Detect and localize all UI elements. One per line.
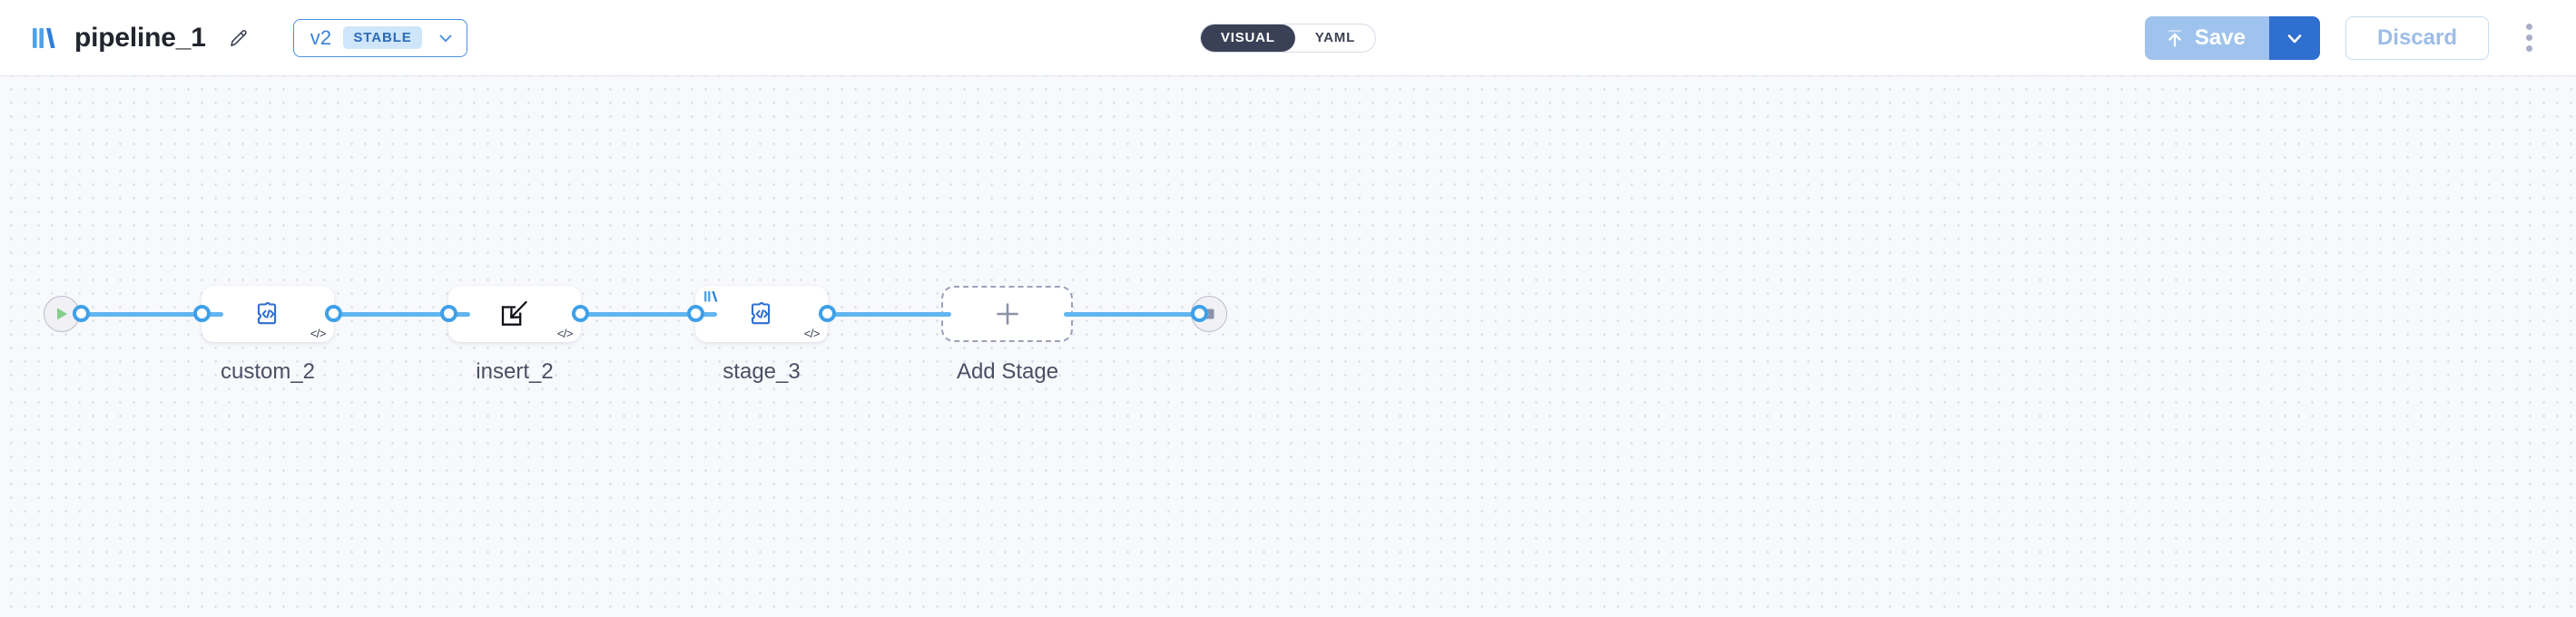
edge-add-stage-to-end [1064, 312, 1209, 317]
stage-node-insert_2[interactable]: </> [448, 286, 581, 342]
port-custom_2-in[interactable] [193, 305, 211, 322]
port-insert_2-out[interactable] [572, 305, 589, 322]
chevron-down-icon [436, 28, 456, 48]
kebab-dot [2525, 24, 2532, 30]
save-button-group: Save [2144, 15, 2320, 60]
port-stage_3-in[interactable] [687, 305, 704, 322]
stage-node-stage_3[interactable]: </> [695, 286, 828, 342]
kebab-dot [2525, 34, 2532, 41]
add-stage-label: Add Stage [956, 359, 1059, 384]
port-stage_3-out[interactable] [819, 305, 836, 322]
kebab-dot [2525, 45, 2532, 52]
save-options-button[interactable] [2268, 15, 2320, 60]
chevron-down-icon [2283, 26, 2306, 50]
plus-icon [993, 299, 1022, 328]
puzzle-code-icon [251, 299, 284, 329]
pipeline-canvas[interactable]: </> custom_2 </> insert_2 [0, 76, 2576, 617]
insert-arrow-into-box-icon [497, 298, 532, 330]
edge-custom_2-to-insert_2 [325, 312, 470, 317]
tab-yaml[interactable]: YAML [1314, 30, 1356, 45]
databricks-bars-logo-icon [31, 23, 62, 54]
port-end-in[interactable] [1191, 305, 1208, 322]
discard-button[interactable]: Discard [2345, 15, 2489, 60]
version-selector[interactable]: v2 STABLE [292, 18, 467, 57]
play-triangle-icon [54, 305, 70, 323]
tab-visual[interactable]: VISUAL [1200, 24, 1295, 52]
edge-insert_2-to-stage_3 [572, 312, 717, 317]
add-stage-button[interactable] [941, 286, 1073, 342]
save-button-label: Save [2194, 24, 2246, 50]
view-toggle-group: VISUAL YAML [1199, 23, 1377, 53]
code-badge: </> [803, 327, 821, 340]
version-label: v2 [310, 25, 332, 49]
stage-label-insert_2: insert_2 [476, 359, 554, 384]
stage-node-custom_2[interactable]: </> [202, 286, 334, 342]
puzzle-code-icon [745, 299, 778, 329]
databricks-bars-logo-icon [703, 290, 722, 303]
more-vertical-kebab-icon[interactable] [2509, 16, 2549, 60]
port-start-out[interactable] [73, 305, 90, 322]
stage-label-stage_3: stage_3 [723, 359, 801, 384]
pencil-edit-icon[interactable] [221, 20, 257, 56]
pipeline-graph: </> custom_2 </> insert_2 [0, 76, 2576, 617]
app-header: pipeline_1 v2 STABLE VISUAL [0, 0, 2576, 76]
edge-stage_3-to-add-stage [819, 312, 951, 317]
upload-arrow-up-icon [2165, 27, 2185, 49]
view-mode-toggle: VISUAL YAML [1199, 23, 1377, 53]
port-insert_2-in[interactable] [440, 305, 457, 322]
header-left-group: pipeline_1 v2 STABLE [31, 18, 467, 57]
code-badge: </> [310, 327, 327, 340]
port-custom_2-out[interactable] [325, 305, 342, 322]
stage-label-custom_2: custom_2 [220, 359, 316, 384]
edge-start-to-custom_2 [78, 312, 223, 317]
page-title: pipeline_1 [74, 22, 206, 53]
code-badge: </> [556, 327, 574, 340]
header-actions: Save Discard [2144, 15, 2549, 60]
status-badge: STABLE [343, 26, 422, 49]
save-button[interactable]: Save [2144, 15, 2269, 60]
